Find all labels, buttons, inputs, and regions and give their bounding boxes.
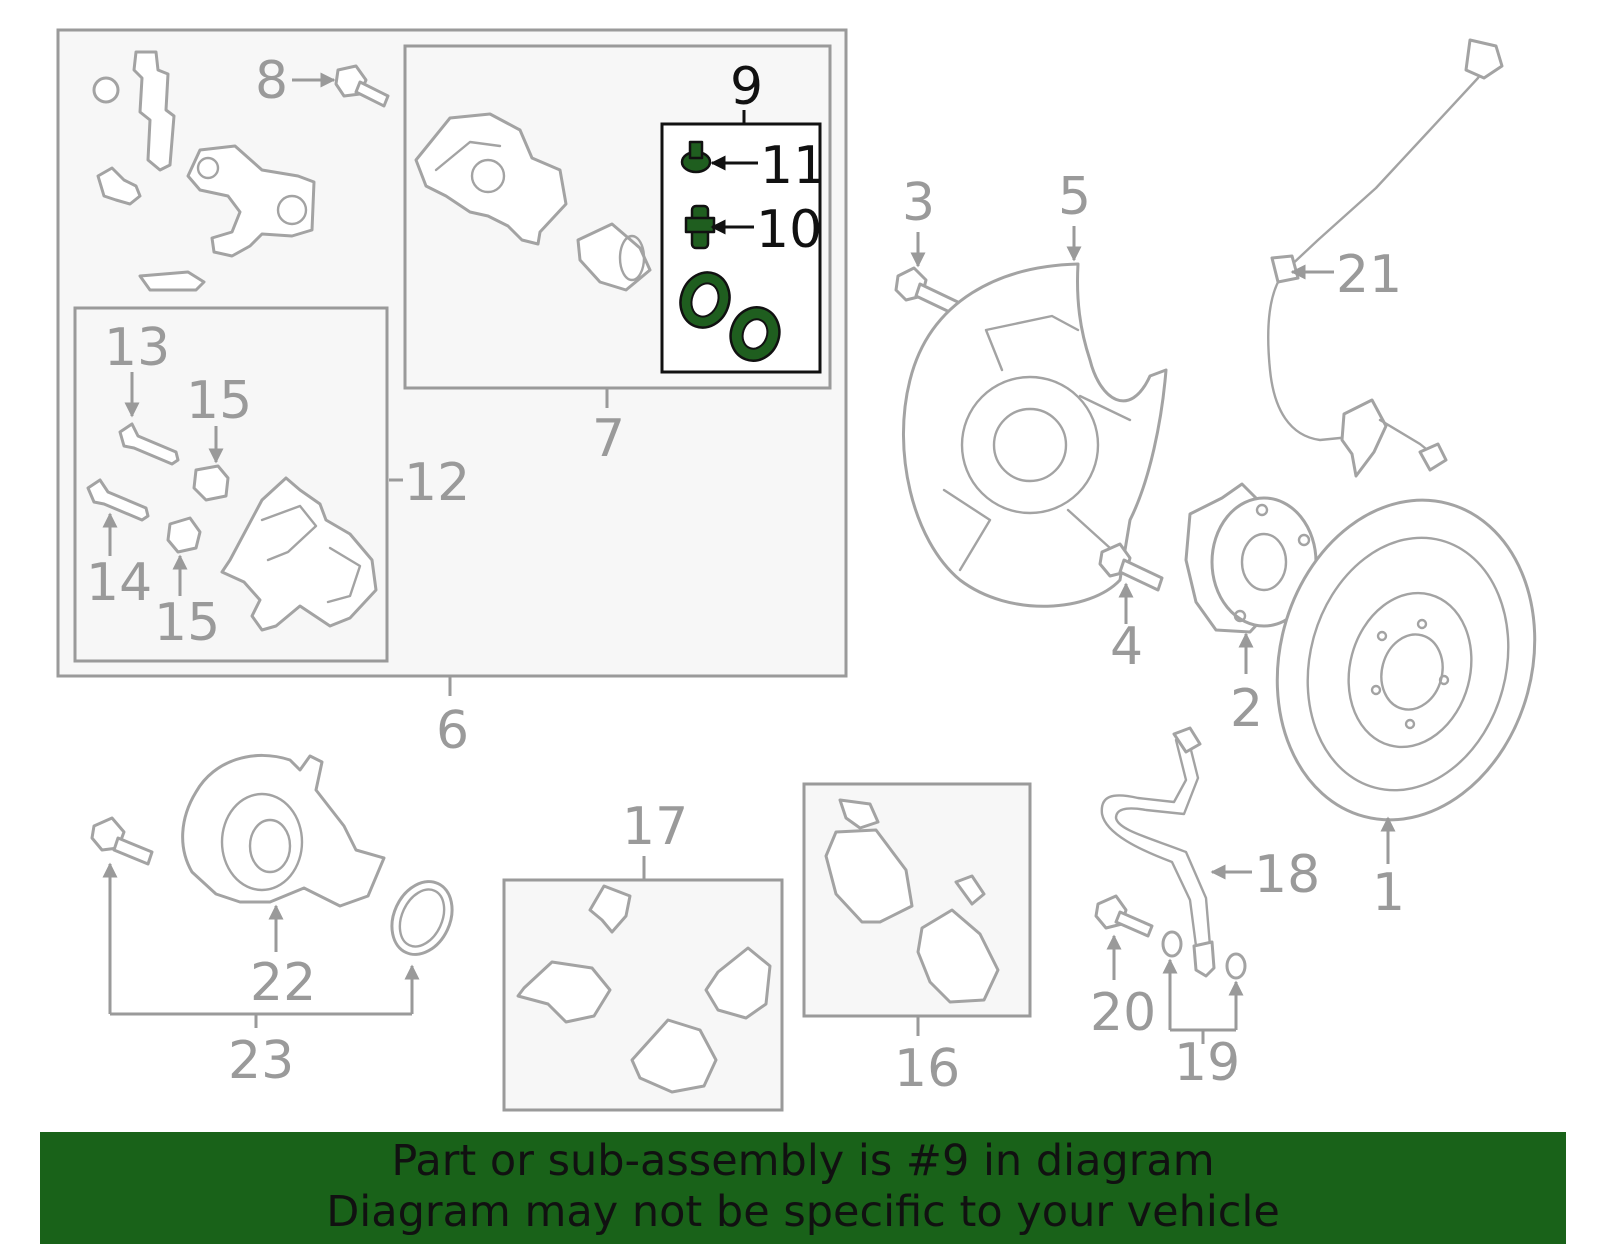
callout-4: 4 <box>1110 617 1143 677</box>
callout-13: 13 <box>104 318 170 378</box>
guide-pin-13 <box>118 422 180 466</box>
brake-pads-box-16 <box>802 782 1032 1018</box>
o-ring-23 <box>390 880 454 956</box>
callout-18: 18 <box>1254 845 1320 905</box>
boot-15-lower <box>166 516 202 554</box>
callout-22: 22 <box>250 953 316 1013</box>
banner-line-2: Diagram may not be specific to your vehi… <box>326 1187 1280 1237</box>
parking-brake-motor-22 <box>181 753 386 908</box>
callout-19: 19 <box>1174 1033 1240 1093</box>
callout-23: 23 <box>228 1031 294 1091</box>
banner-line-1: Part or sub-assembly is #9 in diagram <box>391 1136 1215 1186</box>
callout-14: 14 <box>86 553 152 613</box>
brake-rotor-1 <box>1275 498 1537 822</box>
bolt-8 <box>334 64 390 108</box>
bolt-4 <box>1098 542 1164 592</box>
callout-8: 8 <box>255 51 288 111</box>
callout-17: 17 <box>622 797 688 857</box>
caliper-housing-12 <box>220 476 378 632</box>
abs-sensor-wire-21 <box>1267 38 1504 478</box>
callout-3: 3 <box>902 173 935 233</box>
caliper-piston <box>576 222 652 292</box>
callout-7: 7 <box>592 409 625 469</box>
callout-20: 20 <box>1090 983 1156 1043</box>
callout-11: 11 <box>760 136 826 196</box>
boot-15-upper <box>192 464 230 502</box>
caliper-bracket-hardware <box>92 50 316 292</box>
pad-clips-17 <box>516 884 772 1094</box>
callout-6: 6 <box>436 701 469 761</box>
piston-seal <box>679 271 731 329</box>
piston-boot <box>729 306 781 362</box>
guide-pin-14 <box>86 478 150 522</box>
callout-10: 10 <box>756 200 822 260</box>
brake-pads-16 <box>824 798 1000 1004</box>
wheel-hub-2 <box>1184 482 1318 634</box>
callout-16: 16 <box>894 1039 960 1099</box>
washers-19 <box>1161 930 1247 980</box>
callout-21: 21 <box>1336 245 1402 305</box>
caliper-body <box>414 112 568 246</box>
brake-hose-18 <box>1100 726 1216 978</box>
splash-shield-5 <box>901 262 1168 608</box>
callout-1: 1 <box>1372 863 1405 923</box>
callout-9: 9 <box>730 57 763 117</box>
callout-2: 2 <box>1230 679 1263 739</box>
bolt-23 <box>90 816 154 866</box>
bleeder-screw-10 <box>684 204 716 250</box>
callout-15-lower: 15 <box>154 593 220 653</box>
info-banner: Part or sub-assembly is #9 in diagram Di… <box>40 1132 1566 1244</box>
callout-5: 5 <box>1058 167 1091 227</box>
bleeder-cap-11 <box>680 140 712 174</box>
callout-15-upper: 15 <box>186 371 252 431</box>
callout-12: 12 <box>404 453 470 513</box>
banjo-bolt-20 <box>1094 894 1154 938</box>
